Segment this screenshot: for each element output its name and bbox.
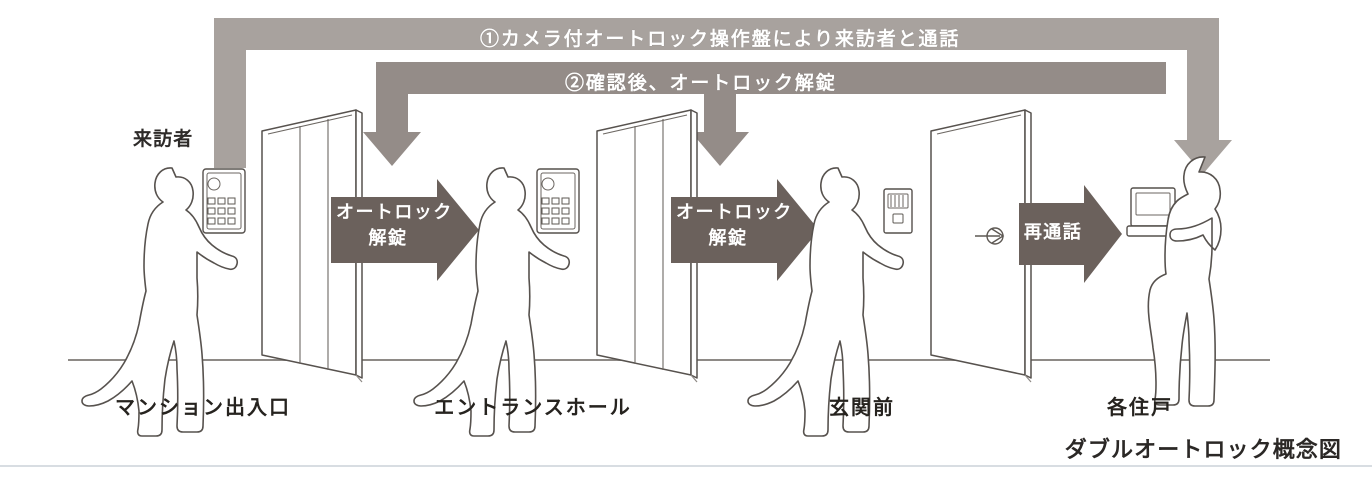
unlock-arrow-2-line2: 解錠 xyxy=(708,228,748,248)
scene-label-hall: エントランスホール xyxy=(434,397,632,419)
door-dwelling xyxy=(930,109,1032,379)
visitor-figure-1 xyxy=(81,167,239,437)
scene-entrance-group xyxy=(81,109,363,437)
scene-dwelling-group xyxy=(1126,156,1222,407)
scene-label-door: 玄関前 xyxy=(829,397,895,419)
intercom-panel-2[interactable] xyxy=(536,168,580,234)
intercom-panel-1[interactable] xyxy=(202,168,246,234)
visitor-figure-3 xyxy=(747,167,905,437)
camera-lens-icon xyxy=(541,177,555,191)
scene-label-dwelling: 各住戸 xyxy=(1107,397,1173,419)
camera-lens-icon xyxy=(207,177,221,191)
keypad-1 xyxy=(207,197,236,225)
scene-door-group xyxy=(747,109,1032,437)
door-hall xyxy=(596,109,698,379)
ground-tick-marks xyxy=(355,374,1032,383)
keypad-2 xyxy=(541,197,570,225)
action-arrow-unlock-2 xyxy=(671,179,819,281)
scene-hall-group xyxy=(413,109,698,437)
resident-figure xyxy=(1147,156,1222,407)
flow-1-label: ①カメラ付オートロック操作盤により来訪者と通話 xyxy=(480,29,961,50)
monitor-screen xyxy=(1135,192,1171,216)
visitor-label: 来訪者 xyxy=(133,129,194,150)
visitor-figure-2 xyxy=(413,167,571,437)
action-arrow-unlock-1 xyxy=(331,179,479,281)
action-arrow-recall xyxy=(1019,185,1122,283)
scene-label-entrance: マンション出入口 xyxy=(115,397,291,419)
recall-arrow-label: 再通話 xyxy=(1023,222,1083,242)
flow-bar-2 xyxy=(363,62,1166,166)
unlock-arrow-2-line1: オートロック xyxy=(676,202,793,222)
call-button-icon xyxy=(892,213,904,224)
door-intercom-panel[interactable] xyxy=(883,188,913,234)
speaker-grille-icon xyxy=(887,193,909,209)
flow-2-label: ②確認後、オートロック解錠 xyxy=(565,73,837,94)
unlock-arrow-1-line2: 解錠 xyxy=(368,228,408,248)
door-swing-arrow-icon xyxy=(975,227,1005,245)
figure-caption: ダブルオートロック概念図 xyxy=(1064,437,1342,462)
unlock-arrow-1-line1: オートロック xyxy=(336,202,453,222)
